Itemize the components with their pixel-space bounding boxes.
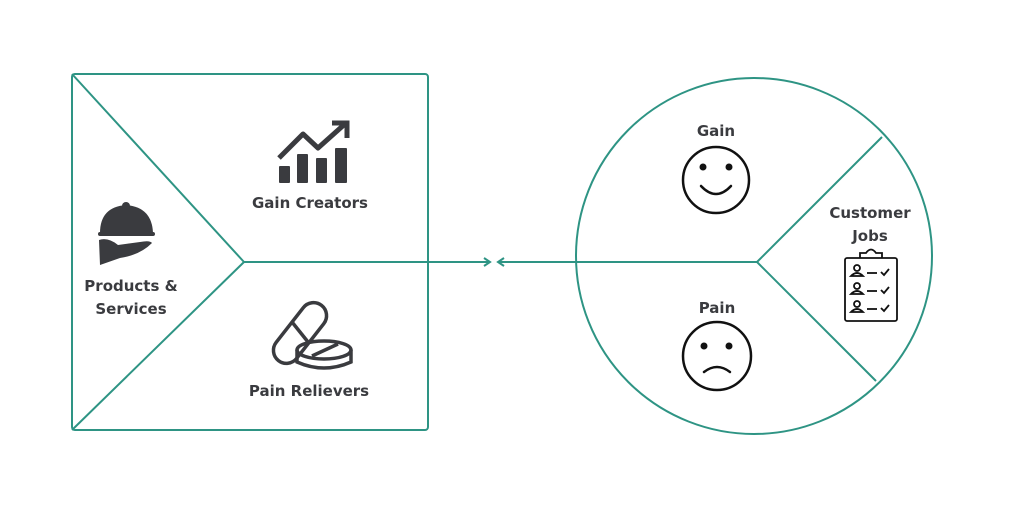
customer-profile-border	[575, 77, 933, 435]
arrow-right-icon	[483, 257, 492, 267]
divider-line	[756, 136, 883, 263]
customer-profile: Gain Pain Customer Jobs	[496, 77, 933, 435]
sad-face-icon	[681, 320, 753, 392]
smiley-face-icon	[681, 145, 751, 215]
clipboard-checklist-icon	[844, 248, 898, 322]
customer-jobs-label-line2: Jobs	[851, 227, 888, 245]
divider-line	[71, 261, 245, 431]
gain-label: Gain	[697, 122, 735, 140]
value-map: Products & Services Gain Creators Pain R…	[71, 73, 492, 431]
customer-jobs-label-line1: Customer	[829, 204, 911, 222]
pills-icon	[271, 300, 353, 370]
serving-cloche-icon	[98, 202, 155, 265]
products-services-label-line2: Services	[95, 300, 166, 318]
divider-line	[71, 73, 245, 263]
pain-label: Pain	[699, 299, 736, 317]
value-map-border	[71, 73, 429, 431]
products-services-label-line1: Products &	[84, 277, 177, 295]
pain-relievers-label: Pain Relievers	[249, 382, 369, 400]
growth-chart-icon	[277, 120, 350, 183]
gain-creators-label: Gain Creators	[252, 194, 368, 212]
divider-line	[756, 261, 877, 382]
